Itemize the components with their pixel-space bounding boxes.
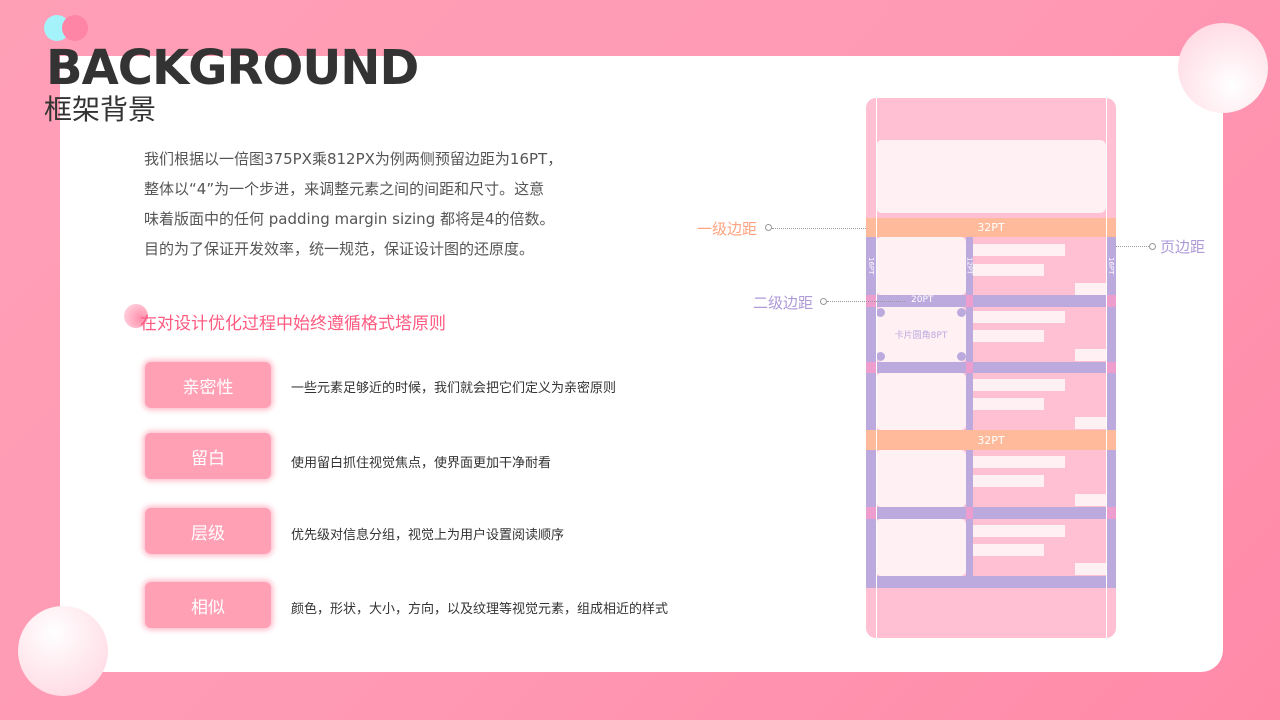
principle-desc: 使用留白抓住视觉焦点，使界面更加干净耐看: [291, 456, 552, 471]
list-card-image: [876, 450, 966, 507]
decorative-ball: [1178, 23, 1268, 113]
row-gap: [866, 362, 1116, 373]
list-card-image: [876, 519, 966, 576]
row-gap: [866, 507, 1116, 519]
band-32pt: 32PT: [866, 430, 1116, 450]
pointer-ring: [1149, 243, 1156, 250]
left-margin-label: 16PT: [867, 257, 875, 275]
left-margin: 16PT: [866, 237, 876, 588]
phone-layout-diagram: 32PT 16PT 16PT 12PT 20PT 32PT 卡片圆角8PT: [866, 98, 1116, 638]
principle-proximity: 亲密性: [145, 362, 271, 408]
intro-line: 味着版面中的任何 padding margin sizing 都将是4的倍数。: [144, 210, 555, 228]
secondary-margin-label: 二级边距: [753, 294, 814, 312]
list-card-image: [876, 237, 966, 295]
principle-similarity: 相似: [145, 582, 271, 628]
principle-whitespace: 留白: [145, 433, 271, 479]
intro-line: 我们根据以一倍图375PX乘812PX为例两侧预留边距为16PT，: [144, 150, 563, 168]
logo-dot-pink: [62, 15, 88, 41]
list-card-image: 卡片圆角8PT: [876, 307, 966, 362]
principle-desc: 优先级对信息分组，视觉上为用户设置阅读顺序: [291, 528, 565, 543]
principle-hierarchy: 层级: [145, 508, 271, 554]
pointer-line: [772, 228, 866, 229]
band-20pt-label: 20PT: [911, 295, 934, 305]
right-margin-label: 16PT: [1107, 257, 1115, 275]
column-gap: 12PT: [965, 237, 974, 576]
principle-desc: 颜色，形状，大小，方向，以及纹理等视觉元素，组成相近的样式: [291, 602, 669, 617]
card-radius-label: 卡片圆角8PT: [894, 331, 948, 341]
intro-line: 整体以“4”为一个步进，来调整元素之间的间距和尺寸。这意: [144, 180, 545, 198]
principle-desc: 一些元素足够近的时候，我们就会把它们定义为亲密原则: [291, 381, 617, 396]
bullet-dot: [124, 304, 148, 328]
intro-paragraph: 我们根据以一倍图375PX乘812PX为例两侧预留边距为16PT， 整体以“4”…: [144, 144, 614, 264]
page-margin-label: 页边距: [1160, 238, 1206, 256]
banner-card: [876, 140, 1106, 213]
decorative-ball: [18, 606, 108, 696]
row-gap: [866, 576, 1116, 588]
band-20pt: 20PT: [866, 295, 1116, 307]
pointer-ring: [820, 298, 827, 305]
page-title: BACKGROUND: [46, 40, 419, 96]
band-32pt: 32PT: [866, 218, 1116, 237]
column-gap-label: 12PT: [965, 257, 974, 275]
right-margin: 16PT: [1106, 237, 1116, 588]
primary-margin-label: 一级边距: [697, 220, 758, 238]
pointer-ring: [765, 224, 772, 231]
intro-line: 目的为了保证开发效率，统一规范，保证设计图的还原度。: [144, 240, 535, 258]
principles-heading: 在对设计优化过程中始终遵循格式塔原则: [140, 314, 446, 334]
pointer-line: [827, 301, 905, 302]
list-card-image: [876, 373, 966, 430]
page-subtitle: 框架背景: [44, 93, 157, 126]
pointer-line: [1116, 246, 1149, 247]
